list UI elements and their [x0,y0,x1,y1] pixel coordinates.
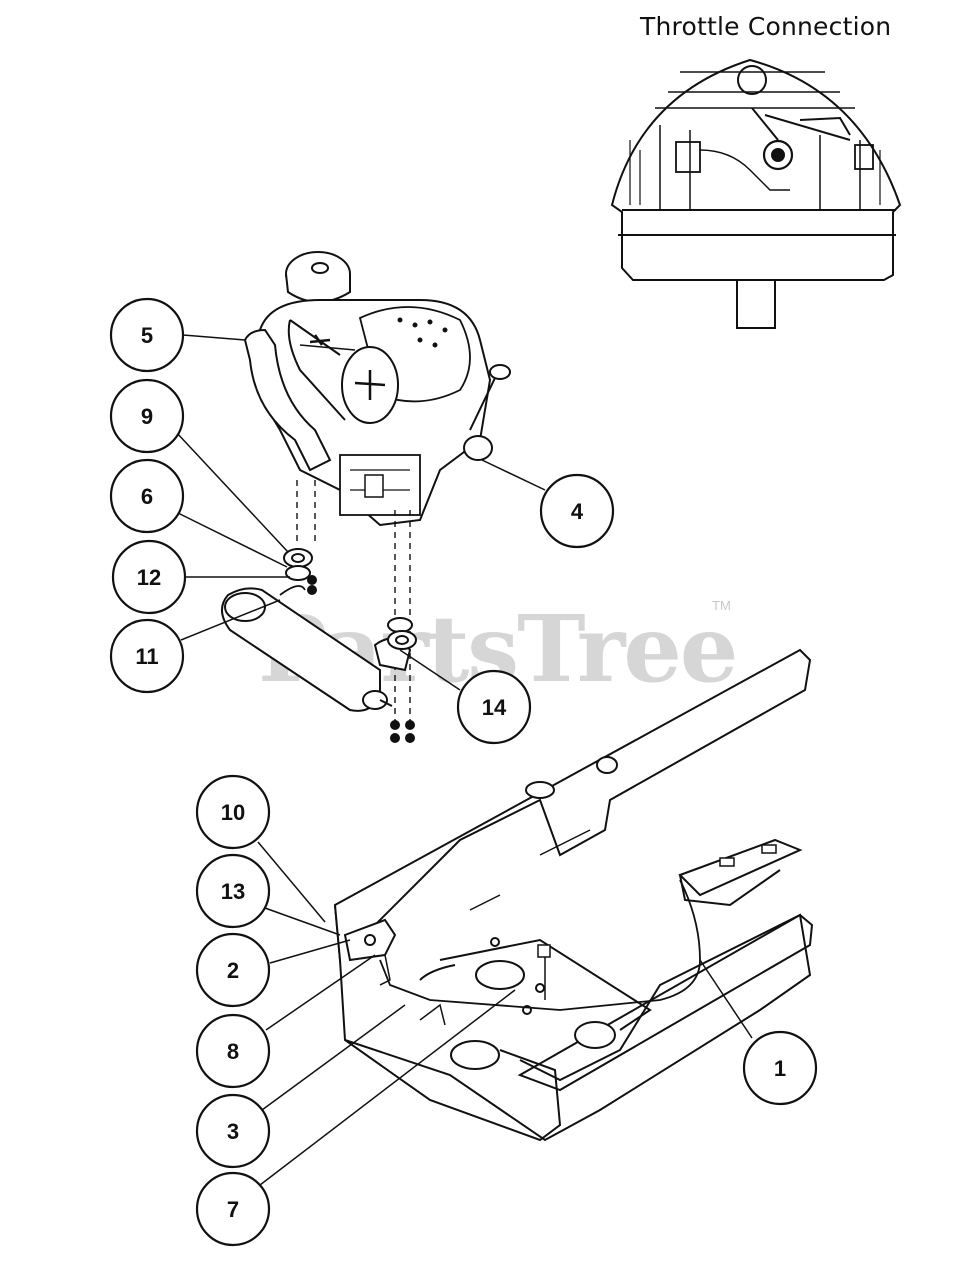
callout-14: 14 [456,669,532,745]
callout-6: 6 [109,458,185,534]
callout-1: 1 [742,1030,818,1106]
muffler-drawing [221,548,417,743]
svg-text:4: 4 [571,499,584,524]
svg-text:1: 1 [774,1056,786,1081]
svg-text:12: 12 [137,565,161,590]
callout-13: 13 [195,853,271,929]
svg-text:7: 7 [227,1197,239,1222]
svg-text:13: 13 [221,879,245,904]
throttle-inset-drawing [610,58,902,329]
callout-12: 12 [111,539,187,615]
callouts: 5 9 6 12 11 4 14 10 13 2 8 3 7 1 [109,297,818,1247]
callout-3: 3 [195,1093,271,1169]
callout-8: 8 [195,1013,271,1089]
callout-7: 7 [195,1171,271,1247]
frame-drawing [333,648,814,1142]
inset-title: Throttle Connection [640,12,892,41]
svg-text:10: 10 [221,800,245,825]
svg-text:5: 5 [141,323,153,348]
watermark-trademark: TM [712,598,731,613]
callout-5: 5 [109,297,185,373]
svg-text:8: 8 [227,1039,239,1064]
svg-text:14: 14 [482,695,507,720]
callout-10: 10 [195,774,271,850]
callout-9: 9 [109,378,185,454]
svg-text:3: 3 [227,1119,239,1144]
callout-4: 4 [539,473,615,549]
leader-lines [175,334,753,1186]
callout-11: 11 [109,618,185,694]
svg-text:11: 11 [135,644,158,669]
svg-text:2: 2 [227,958,239,983]
svg-text:6: 6 [141,484,153,509]
svg-text:9: 9 [141,404,153,429]
engine-drawing [243,251,511,527]
callout-2: 2 [195,932,271,1008]
